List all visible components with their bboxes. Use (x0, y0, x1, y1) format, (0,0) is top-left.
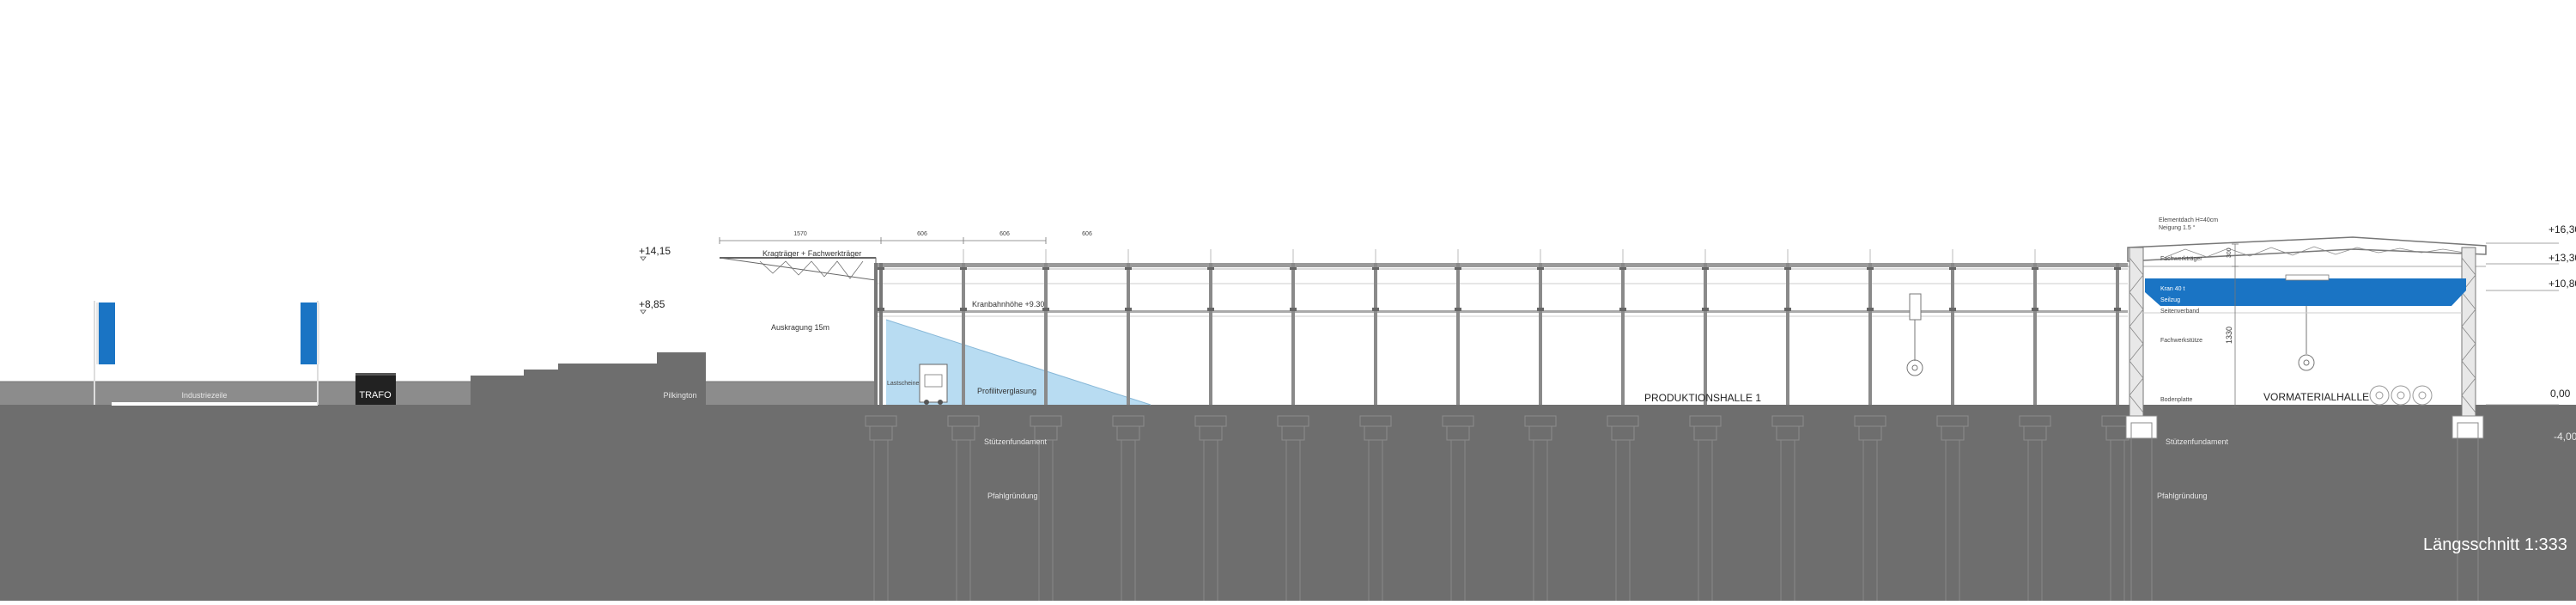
hall-column (1936, 249, 1969, 601)
produktionshalle-label: PRODUKTIONSHALLE 1 (1644, 392, 1761, 404)
hall-left-facade (874, 263, 878, 405)
pilkington-building: Pilkington (471, 352, 706, 405)
coil-2 (2391, 385, 2411, 406)
stuetzenfundament-left-label: Stützenfundament (984, 437, 1048, 446)
hall-column (1854, 249, 1886, 601)
hall-column (1524, 249, 1557, 601)
blue-mast-right (301, 302, 317, 364)
hall-column (1194, 249, 1227, 601)
pfahlgruendung-right-label: Pfahlgründung (2157, 492, 2208, 500)
vormaterialhalle-label: VORMATERIALHALLE (2263, 391, 2369, 403)
level-right-2: +13,30 (2549, 252, 2576, 264)
hall-column (1442, 249, 1474, 601)
level-right-1: +16,30 (2549, 223, 2576, 235)
hall-column (2019, 249, 2051, 601)
level-left-mid: +8,85 (639, 298, 665, 310)
level-right-4: 0,00 (2550, 388, 2571, 400)
hall-column (1112, 249, 1145, 601)
vormaterialhalle (2125, 236, 2487, 601)
pilkington-label: Pilkington (663, 391, 696, 400)
top-dimensions (719, 237, 1047, 244)
crane-rail (876, 310, 2128, 317)
stuetzenfundament-right-label: Stützenfundament (2166, 437, 2229, 446)
dim-300: 300 (2227, 248, 2233, 258)
level-markers-right (2486, 242, 2559, 406)
fachwerktraeger-label: Fachwerkträger (2160, 256, 2202, 262)
level-right-5: -4,00 (2554, 431, 2576, 443)
bodenplatte-label: Bodenplatte (2160, 397, 2192, 403)
level-markers-left: +14,15 +8,85 (639, 245, 671, 315)
blue-mast-left (99, 302, 115, 364)
hall-column (1277, 249, 1309, 601)
truck-icon (919, 364, 948, 405)
drawing-title: Längsschnitt 1:333 (2423, 535, 2567, 554)
dim-606-c: 606 (1082, 231, 1092, 237)
industriezeile-label: Industriezeile (181, 391, 227, 400)
kragtraeger-label: Kragträger + Fachwerkträger (762, 249, 861, 258)
lastscheine-label: Lastscheine (887, 381, 919, 387)
seilzug-label: Seilzug (2160, 297, 2180, 303)
level-right-3: +10,80 (2549, 278, 2576, 290)
trafo-label: TRAFO (359, 390, 392, 400)
hall-column (1359, 249, 1392, 601)
kran-label: Kran 40 t (2160, 286, 2184, 292)
crane-hook-hall1 (1906, 293, 1923, 376)
industriezeile-building: Industriezeile (94, 301, 319, 406)
cantilever-truss (719, 257, 877, 281)
dim-606-b: 606 (999, 231, 1010, 237)
seitenverband-label: Seitenverband (2160, 309, 2199, 315)
soil-area (0, 405, 2576, 601)
crane-40t-bridge (2145, 278, 2466, 306)
dim-1570: 1570 (793, 231, 807, 237)
hall-column (1689, 249, 1722, 601)
kranbahnhoehe-label: Kranbahnhöhe +9.30 (972, 300, 1044, 309)
profilit-label: Profilitverglasung (977, 387, 1036, 395)
hall-column (1030, 249, 1062, 601)
dim-606-a: 606 (917, 231, 927, 237)
dim-1330: 1330 (2225, 327, 2233, 344)
fachwerkstuetze-label: Fachwerkstütze (2160, 338, 2202, 344)
coil-3 (2412, 385, 2433, 406)
auskragung-label: Auskragung 15m (771, 323, 829, 332)
hall-column (1771, 249, 1804, 601)
coil-1 (2369, 385, 2390, 406)
neigung-label: Neigung 1.5 ° (2159, 224, 2196, 231)
hall-column (865, 263, 897, 601)
elementdach-label: Elementdach H=40cm (2159, 217, 2218, 223)
hall-column (1607, 249, 1639, 601)
hall-column (947, 249, 980, 601)
level-left-top: +14,15 (639, 245, 671, 257)
hall-columns (865, 249, 2134, 601)
trafo-building: TRAFO (355, 373, 396, 405)
terrain-left (0, 382, 876, 405)
pfahlgruendung-left-label: Pfahlgründung (987, 492, 1038, 500)
production-hall-roof (876, 263, 2128, 284)
